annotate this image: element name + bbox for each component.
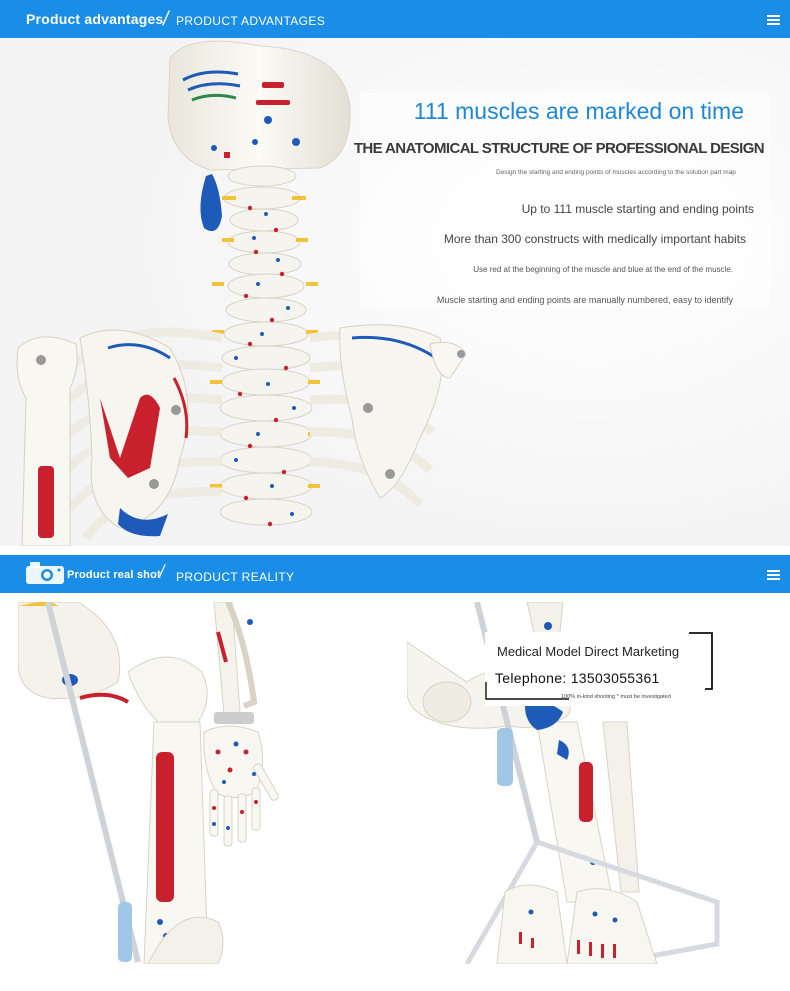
contact-disclaimer: 100% in-kind shooting * must be investig… (561, 694, 671, 700)
advantages-panel: 111 muscles are marked on time THE ANATO… (0, 38, 790, 546)
feature-3: Use red at the beginning of the muscle a… (473, 265, 733, 274)
camera-icon (26, 562, 64, 584)
feature-4: Muscle starting and ending points are ma… (436, 295, 733, 305)
reality-subtitle: PRODUCT REALITY (176, 570, 295, 584)
banner-divider: / (158, 563, 167, 580)
real-shot-left (18, 602, 390, 964)
contact-card: Medical Model Direct Marketing Telephone… (485, 632, 713, 706)
real-shot-right: Medical Model Direct Marketing Telephone… (407, 602, 777, 964)
advantages-banner: Product advantages / PRODUCT ADVANTAGES (0, 0, 790, 38)
contact-card-frame (485, 632, 713, 700)
reality-title: Product real shot (67, 569, 161, 581)
menu-icon[interactable] (767, 15, 780, 27)
note-text: Design the starting and ending points of… (496, 169, 736, 176)
skeleton-pelvis-hand-image (18, 602, 390, 964)
subheadline: THE ANATOMICAL STRUCTURE OF PROFESSIONAL… (353, 140, 765, 157)
advantages-subtitle: PRODUCT ADVANTAGES (176, 14, 326, 28)
feature-2: More than 300 constructs with medically … (443, 232, 746, 246)
contact-phone: Telephone: 13503055361 (495, 670, 660, 686)
headline: 111 muscles are marked on time (413, 98, 744, 124)
advantages-title: Product advantages (26, 11, 164, 27)
feature-1: Up to 111 muscle starting and ending poi… (521, 202, 754, 216)
reality-banner: Product real shot / PRODUCT REALITY (0, 555, 790, 593)
contact-company: Medical Model Direct Marketing (497, 644, 680, 659)
skeleton-back-image (0, 38, 790, 546)
menu-icon[interactable] (767, 570, 780, 582)
